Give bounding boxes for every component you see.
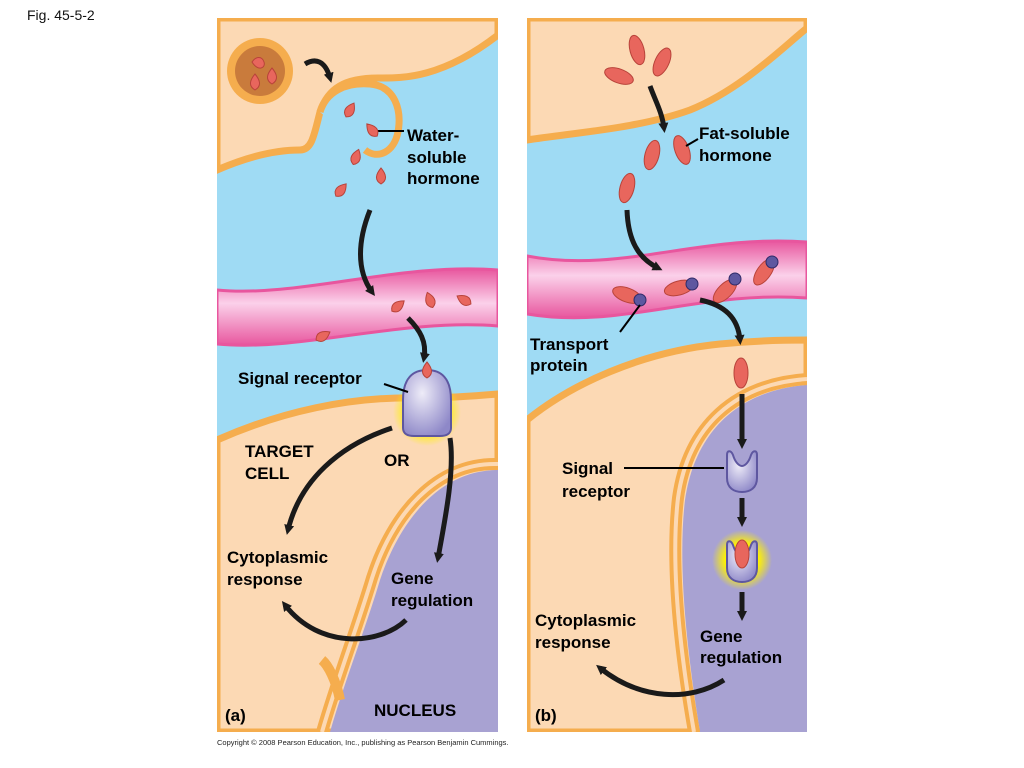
- transport-protein-3: [728, 272, 742, 286]
- hormone-a-10: [425, 291, 436, 309]
- panel-a: [217, 18, 498, 732]
- hormone-a-bound: [422, 361, 432, 379]
- copyright-notice: Copyright © 2008 Pearson Education, Inc.…: [217, 738, 509, 747]
- hormone-a-4: [344, 102, 355, 118]
- arrow-hormone-down-b: [647, 85, 669, 133]
- arrow-to-cytoplasmic-response-a: [284, 425, 393, 535]
- hormone-a-8: [334, 183, 347, 197]
- arrow-gene-to-cytoplasmic-a: [281, 601, 408, 642]
- panel-a-label: (a): [225, 706, 246, 725]
- signal-receptor-b: [726, 450, 758, 494]
- leader-fat-soluble: [685, 138, 699, 147]
- arrow-gene-to-cytoplasmic-b: [596, 664, 726, 698]
- leader-signal-receptor-a: [383, 383, 409, 393]
- label-signal-receptor-a: Signal receptor: [238, 369, 362, 388]
- leader-transport-protein: [619, 304, 641, 333]
- hormone-a-9: [391, 300, 405, 313]
- label-gene-regulation-a-line2: regulation: [391, 591, 473, 610]
- hormone-a-1: [251, 57, 265, 69]
- hormone-a-6: [350, 148, 361, 166]
- signal-receptor-a: [402, 368, 452, 437]
- label-water-soluble-line2: soluble: [407, 148, 467, 167]
- arrow-vesicle-to-membrane: [303, 58, 334, 83]
- transport-protein-2: [685, 277, 699, 291]
- hormone-b-3: [604, 67, 634, 85]
- nucleus-a: [330, 470, 498, 732]
- hormone-a-5: [366, 123, 379, 137]
- hormone-b-1: [628, 34, 646, 66]
- label-target-cell-line1: TARGET: [245, 442, 314, 461]
- label-cytoplasmic-a-line1: Cytoplasmic: [227, 548, 328, 567]
- hormone-b-6: [618, 172, 636, 204]
- secreting-cell-b: [527, 18, 807, 144]
- hormone-a-12: [315, 331, 331, 342]
- label-signal-receptor-b-line2: receptor: [562, 482, 630, 501]
- figure-label: Fig. 45-5-2: [27, 7, 95, 23]
- hormone-b-5: [643, 139, 661, 171]
- exocytosis-pocket: [316, 80, 403, 158]
- label-cytoplasmic-b-line1: Cytoplasmic: [535, 611, 636, 630]
- hormone-b-4: [673, 135, 691, 165]
- label-target-cell-line2: CELL: [245, 464, 289, 483]
- label-nucleus: NUCLEUS: [374, 701, 456, 720]
- label-gene-regulation-b-line2: regulation: [700, 648, 782, 667]
- panel-b-label: (b): [535, 706, 557, 725]
- blood-vessel-b: [527, 239, 807, 320]
- hormone-a-11: [456, 295, 472, 306]
- fat-soluble-hormones: [604, 34, 775, 389]
- label-water-soluble-line3: hormone: [407, 169, 480, 188]
- water-soluble-hormones: [250, 57, 472, 379]
- label-signal-receptor-b-line1: Signal: [562, 459, 613, 478]
- hormone-b-bound: [734, 539, 750, 569]
- label-transport-protein-line2: protein: [530, 356, 588, 375]
- panel-b: [527, 18, 807, 732]
- hormone-a-7: [376, 167, 386, 185]
- label-cytoplasmic-b-line2: response: [535, 633, 611, 652]
- arrow-hormone-to-vessel: [358, 209, 375, 297]
- arrow-to-gene-regulation-a: [433, 437, 454, 563]
- transport-proteins: [633, 255, 779, 307]
- label-gene-regulation-a-line1: Gene: [391, 569, 434, 588]
- label-transport-protein-line1: Transport: [530, 335, 609, 354]
- transport-protein-1: [633, 293, 647, 307]
- label-water-soluble-line1: Water-: [407, 126, 459, 145]
- arrow-vessel-to-cell-b: [699, 297, 745, 345]
- label-gene-regulation-b-line1: Gene: [700, 627, 743, 646]
- hormone-b-11: [733, 357, 749, 389]
- nuclear-pore-a: [318, 656, 345, 702]
- label-fat-soluble-line1: Fat-soluble: [699, 124, 790, 143]
- blood-vessel-a: [217, 267, 498, 347]
- label-cytoplasmic-a-line2: response: [227, 570, 303, 589]
- label-fat-soluble-line2: hormone: [699, 146, 772, 165]
- label-or: OR: [384, 451, 410, 470]
- hormone-b-2: [652, 47, 672, 77]
- hormone-a-3: [250, 73, 260, 91]
- arrow-vessel-to-receptor: [406, 316, 430, 363]
- transport-protein-4: [765, 255, 779, 269]
- hormone-a-2: [267, 67, 277, 85]
- arrow-to-vessel-b: [624, 209, 663, 271]
